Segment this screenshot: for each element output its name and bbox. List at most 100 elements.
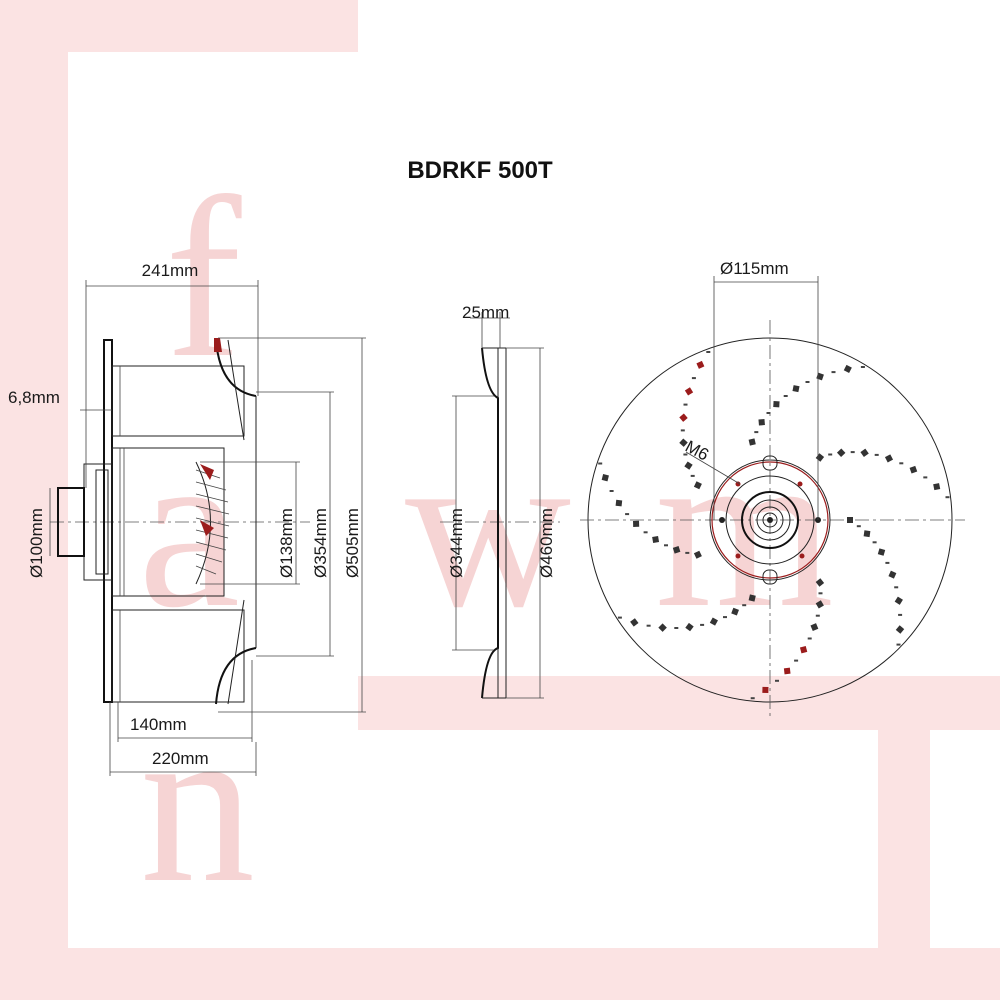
blade-slot [633,520,640,527]
hub-inner-2 [756,506,784,534]
blade-slot [847,517,853,523]
motor-body [111,447,225,597]
blade-dash [850,451,855,454]
hub-bolt-circle [725,475,815,565]
dim-inner-dia: Ø354mm [311,508,330,578]
blade-dash [783,395,788,397]
blade-slot [888,570,897,579]
watermark-letter-a: a [138,400,240,655]
blade-slot [783,667,791,675]
blade-dash [625,513,630,516]
blade-dash [643,531,648,534]
blade-slot [810,623,819,632]
blade-slot [630,618,639,627]
hub-slot-bottom [762,569,778,585]
blade-dash [815,614,820,617]
blade-dash [674,627,679,629]
blade-slot [884,454,894,463]
blade-dash [945,496,950,499]
m6-leader [685,451,741,485]
blade-slot [863,530,871,538]
blade-dash [872,541,877,544]
blade-dash [680,429,685,432]
blade-edge-upper [227,339,245,441]
watermark-frame-lower [358,676,1000,948]
blade-dash [775,679,779,682]
blade-slot [933,483,941,491]
hub-inner-3 [762,512,778,528]
motor-hub [57,487,85,557]
watermark-letter-w: w [405,400,571,655]
blade-dash [646,624,651,627]
blade-slot [693,481,702,490]
blade-dash [723,616,727,619]
watermark-letter-f: f [165,150,242,405]
shroud-tip [214,338,222,352]
hub-center [741,491,799,549]
dim-outer-dia: Ø505mm [343,508,362,578]
blade-slot [792,385,800,393]
blade-dash [831,371,836,374]
blade-slot [836,448,846,457]
blade-slot [679,438,688,447]
hub-inner-1 [749,499,791,541]
blade-dash [807,637,812,640]
blade-dash [598,462,603,465]
blade-slot [652,536,660,543]
bolt-hole-2 [735,481,741,487]
blade-slot [773,401,780,408]
blade-slot [815,578,825,587]
blade-slot [672,546,681,554]
blade-dash [874,453,879,456]
dim-hub-dia: Ø100mm [27,508,46,578]
blade-dash [766,412,771,414]
blade-slot [799,646,808,654]
blade-slot [816,372,824,381]
blade-dash [860,366,865,368]
hub-highlight-ring [711,461,829,579]
blade-dash [700,623,705,626]
blade-slot [679,413,688,422]
blade-slot [731,607,739,616]
hub-slot-top [762,455,778,471]
ring-profile-outer [481,347,499,699]
blade-dash [805,381,810,383]
blade-slot [895,625,905,634]
blade-dash [896,643,901,646]
ring-flange-top [482,347,499,398]
blade-dash [794,659,799,662]
blade-dash [617,616,622,619]
blade-dash [754,431,759,434]
dim-depth-a: 140mm [130,715,187,734]
hub-shaft [767,517,773,523]
blade-slot [877,548,886,556]
blade-dash [690,474,695,477]
blade-slot [693,550,702,559]
lower-blade-body [111,609,245,703]
upper-blade-body [111,365,245,437]
blade-dash [828,453,833,456]
blade-slots [598,351,950,700]
watermark-letter-n: n [140,675,255,930]
blade-dash [706,351,711,353]
bolt-hole-1 [797,481,803,487]
blade-dash [898,613,903,616]
blade-slot [748,594,756,602]
dim-ring-outer: Ø460mm [537,508,556,578]
hub-outer-ring [709,459,831,581]
blade-slot [894,596,903,605]
blade-dash [856,525,861,528]
blade-dash [899,462,904,465]
bolt-hole-3 [735,553,741,559]
blade-slot [658,623,667,632]
blade-slot [748,438,756,446]
blade-edge-lower [227,599,245,705]
blade-slot [684,387,694,396]
dim-depth-b: 220mm [152,749,209,768]
blade-slot [601,474,609,482]
watermark-letter-m: m [655,400,834,655]
blade-slot [709,617,718,626]
front-view: Ø115mm M6 [580,259,965,718]
dim-inlet-dia: Ø138mm [277,508,296,578]
